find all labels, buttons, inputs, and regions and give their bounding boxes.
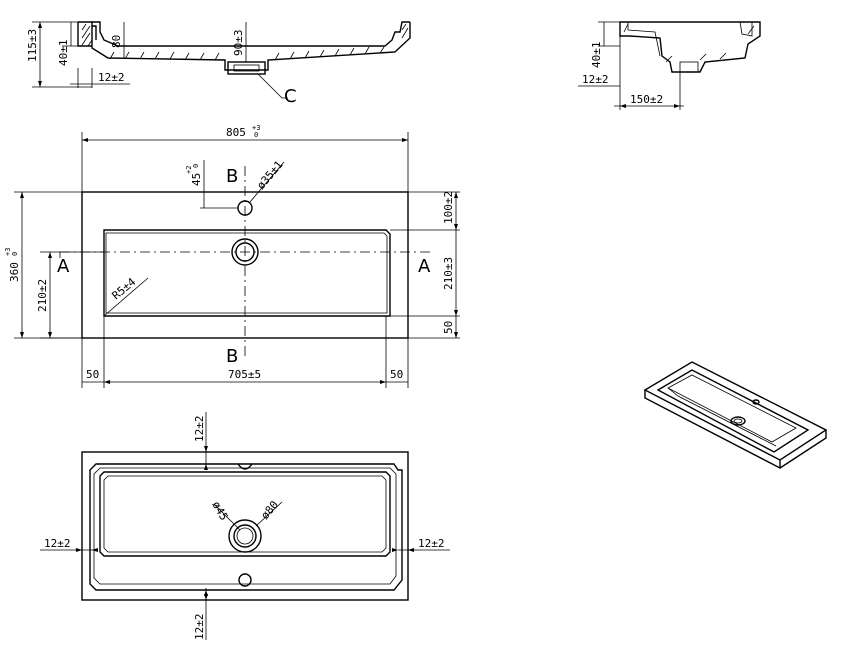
detail-c-label: C: [284, 86, 297, 107]
bottom-right-dim: 12±2: [418, 537, 445, 550]
top-left-margin-dim: 50: [86, 368, 99, 381]
side-rim-dim: 40±1: [57, 40, 70, 67]
top-right-margin-dim: 50: [390, 368, 403, 381]
side-waste-dim: 90±3: [232, 30, 245, 57]
top-height-dim: 360: [8, 262, 21, 282]
top-margin-dim: 100±2: [442, 191, 455, 224]
top-height-tol-sub: 0: [11, 252, 19, 256]
section-a-right: A: [418, 256, 431, 277]
end-edge-dim: 12±2: [582, 73, 609, 86]
side-depth-dim: 80: [110, 35, 123, 48]
top-view: 805 +3 0 360 +3 0 210±2 R5±4 A A B: [4, 124, 460, 388]
bottom-top-dim: 12±2: [193, 416, 206, 443]
top-taphole-dim: 45: [190, 173, 203, 186]
top-bottom-margin-dim: 50: [442, 321, 455, 334]
bottom-bottom-dim: 12±2: [193, 614, 206, 641]
bottom-waste-outer-dim: ø80: [258, 498, 281, 522]
top-width-tol-sub: 0: [254, 131, 258, 139]
side-edge-dim: 12±2: [98, 71, 125, 84]
top-bowl-width-dim: 705±5: [228, 368, 261, 381]
section-b-bottom: B: [226, 346, 238, 367]
bottom-view: ø45 ø80 12±2 12±2 12±2 12±2: [40, 412, 450, 640]
isometric-view: [643, 361, 828, 470]
end-width-dim: 150±2: [630, 93, 663, 106]
bottom-left-dim: 12±2: [44, 537, 71, 550]
top-bowl-depth-right-dim: 210±3: [442, 257, 455, 290]
end-view: 40±1 12±2 150±2: [578, 21, 761, 110]
bottom-waste-inner-dim: ø45: [209, 499, 230, 523]
top-taphole-tol-sup: +2: [185, 166, 193, 174]
top-width-tol-sup: +3: [252, 124, 260, 132]
side-height-dim: 115±3: [26, 29, 39, 62]
top-width-dim: 805: [226, 126, 246, 139]
end-rim-dim: 40±1: [590, 42, 603, 69]
top-taphole-dia-dim: ø35±1: [254, 158, 285, 192]
section-a-left: A: [57, 256, 70, 277]
top-taphole-tol-sub: 0: [192, 164, 200, 168]
section-b-top: B: [226, 166, 238, 187]
top-height-tol-sup: +3: [4, 248, 12, 256]
top-bowl-depth-dim: 210±2: [36, 279, 49, 312]
side-view: 115±3 40±1: [26, 21, 411, 107]
